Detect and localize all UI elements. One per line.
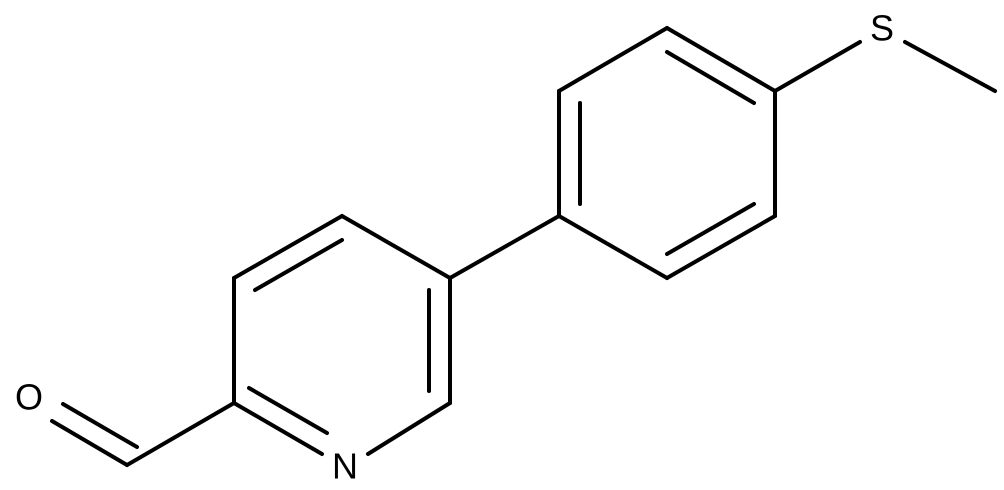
bond-c5-c4 [340,214,452,280]
bond-b2-b3 [557,26,669,93]
bond-b3-b4 [665,26,777,93]
bond-n1-c6 [366,401,452,456]
bond-b6-b1 [557,214,669,280]
atom-label-oxygen: O [15,377,43,418]
bond-b5-b6-inner [665,202,756,256]
bond-c2-n1 [232,401,324,456]
bond-c4-c3-inner [253,238,344,292]
atom-label-nitrogen: N [332,446,358,487]
bond-c-o-double-inner [61,402,139,449]
bond-s-ch3 [903,40,997,93]
bond-c-s [773,40,862,93]
bond-b3-b4-inner [665,50,756,105]
bond-c4-c3 [232,214,344,280]
bond-b5-b6 [665,214,777,280]
atom-label-sulfur: S [870,8,894,49]
bond-c-o-double-outer [50,419,129,467]
bond-c2-n1-inner [247,386,329,435]
bond-biaryl [448,214,561,280]
bond-cho-ring [125,401,236,467]
